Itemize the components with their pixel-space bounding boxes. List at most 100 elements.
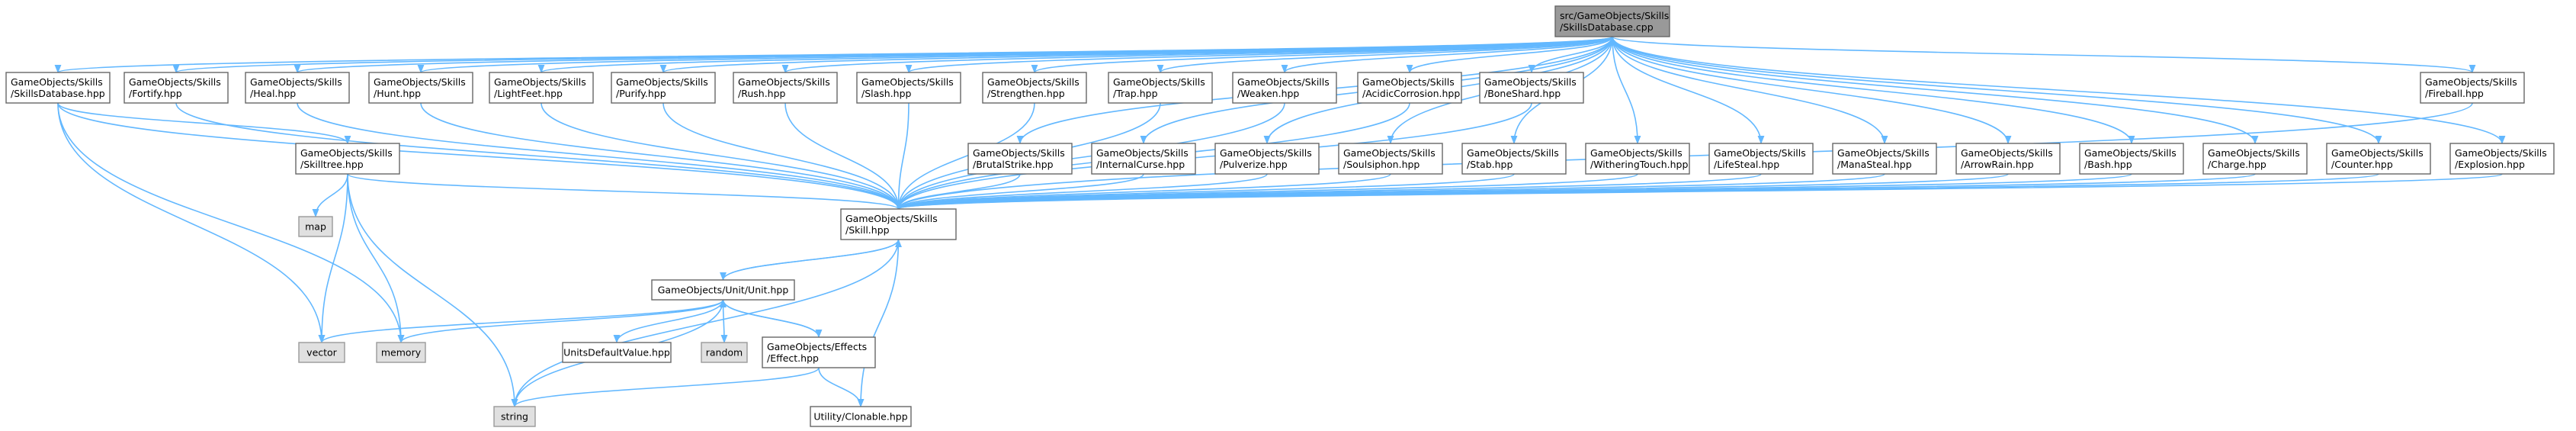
node-manasteal[interactable]: GameObjects/Skills/ManaSteal.hpp (1832, 143, 1937, 175)
node-fireball[interactable]: GameObjects/Skills/Fireball.hpp (2420, 72, 2525, 104)
node-skill[interactable]: GameObjects/Skills/Skill.hpp (840, 208, 957, 240)
node-soulsiphon[interactable]: GameObjects/Skills/Soulsiphon.hpp (1338, 143, 1443, 175)
node-slash-label-line-0: GameObjects/Skills (861, 76, 954, 88)
edge-unit-to-vector (318, 299, 724, 344)
edge-skilltree-to-map (312, 173, 348, 218)
edge-root-to-boneshard (1528, 36, 1613, 74)
node-vector-label-line-0: vector (306, 347, 338, 359)
edge-root-to-trap (1156, 36, 1613, 74)
node-lightfeet-label-line-0: GameObjects/Skills (494, 76, 586, 88)
node-purify[interactable]: GameObjects/Skills/Purify.hpp (611, 72, 716, 104)
edge-db-to-skilltree (57, 102, 351, 145)
edge-root-to-manasteal (1612, 36, 1888, 145)
node-random-label-line-0: random (706, 347, 743, 359)
node-purify-box (611, 72, 716, 104)
node-bash[interactable]: GameObjects/Skills/Bash.hpp (2079, 143, 2184, 175)
node-slash[interactable]: GameObjects/Skills/Slash.hpp (856, 72, 961, 104)
node-weaken[interactable]: GameObjects/Skills/Weaken.hpp (1232, 72, 1337, 104)
node-fortify-label-line-0: GameObjects/Skills (129, 76, 221, 88)
node-root-label-line-0: src/GameObjects/Skills (1560, 10, 1669, 21)
node-skilltree[interactable]: GameObjects/Skills/Skilltree.hpp (295, 143, 400, 175)
node-counter-box (2326, 143, 2431, 175)
node-clonable-box (810, 406, 912, 427)
node-db[interactable]: GameObjects/Skills/SkillsDatabase.hpp (5, 72, 111, 104)
node-soulsiphon-label-line-1: /Soulsiphon.hpp (1343, 159, 1420, 170)
node-purify-label-line-1: /Purify.hpp (616, 88, 666, 99)
node-map-label-line-0: map (305, 221, 326, 233)
edge-purify-to-skill (662, 102, 902, 211)
node-boneshard[interactable]: GameObjects/Skills/BoneShard.hpp (1479, 72, 1584, 104)
edge-strengthen-to-skill (895, 102, 1035, 211)
node-stab-label-line-0: GameObjects/Skills (1467, 147, 1559, 159)
node-stab[interactable]: GameObjects/Skills/Stab.hpp (1461, 143, 1567, 175)
edge-explosion-to-skill (895, 173, 2503, 211)
edge-slash-to-skill (895, 102, 909, 211)
node-explosion-label-line-1: /Explosion.hpp (2455, 159, 2525, 170)
node-trap-label-line-1: /Trap.hpp (1113, 88, 1158, 99)
node-pulverize[interactable]: GameObjects/Skills/Pulverize.hpp (1214, 143, 1320, 175)
node-lightfeet[interactable]: GameObjects/Skills/LightFeet.hpp (489, 72, 594, 104)
node-arrowrain[interactable]: GameObjects/Skills/ArrowRain.hpp (1955, 143, 2061, 175)
node-arrowrain-label-line-1: /ArrowRain.hpp (1961, 159, 2034, 170)
edge-root-to-hunt (418, 36, 1613, 74)
node-explosion-label-line-0: GameObjects/Skills (2455, 147, 2547, 159)
edge-root-to-bash (1612, 36, 2135, 145)
edge-db-to-skill (57, 102, 902, 211)
node-clonable[interactable]: Utility/Clonable.hpp (810, 406, 912, 427)
node-brutal[interactable]: GameObjects/Skills/BrutalStrike.hpp (967, 143, 1073, 175)
node-string-box (493, 406, 536, 427)
node-charge[interactable]: GameObjects/Skills/Charge.hpp (2202, 143, 2308, 175)
node-random-box (701, 342, 748, 363)
node-strengthen[interactable]: GameObjects/Skills/Strengthen.hpp (982, 72, 1087, 104)
node-effect[interactable]: GameObjects/Effects/Effect.hpp (762, 336, 876, 368)
node-lifesteal[interactable]: GameObjects/Skills/LifeSteal.hpp (1708, 143, 1814, 175)
node-explosion[interactable]: GameObjects/Skills/Explosion.hpp (2449, 143, 2555, 175)
node-hunt[interactable]: GameObjects/Skills/Hunt.hpp (368, 72, 473, 104)
edge-root-to-arrowrain (1612, 36, 2012, 145)
node-soulsiphon-box (1338, 143, 1443, 175)
node-trap-label-line-0: GameObjects/Skills (1113, 76, 1205, 88)
node-withering[interactable]: GameObjects/Skills/WitheringTouch.hpp (1585, 143, 1690, 175)
edge-lightfeet-to-skill (541, 102, 902, 211)
node-weaken-box (1232, 72, 1337, 104)
node-effect-label-line-1: /Effect.hpp (767, 352, 819, 364)
node-trap[interactable]: GameObjects/Skills/Trap.hpp (1108, 72, 1213, 104)
node-purify-label-line-0: GameObjects/Skills (616, 76, 708, 88)
node-map-box (298, 216, 333, 237)
node-skilltree-label-line-0: GameObjects/Skills (300, 147, 393, 159)
node-rush[interactable]: GameObjects/Skills/Rush.hpp (733, 72, 838, 104)
node-explosion-box (2449, 143, 2555, 175)
node-fortify[interactable]: GameObjects/Skills/Fortify.hpp (124, 72, 229, 104)
node-counter[interactable]: GameObjects/Skills/Counter.hpp (2326, 143, 2431, 175)
nodes-layer: src/GameObjects/Skills/SkillsDatabase.cp… (5, 5, 2555, 427)
node-hunt-label-line-1: /Hunt.hpp (374, 88, 421, 99)
node-rush-label-line-0: GameObjects/Skills (738, 76, 830, 88)
node-unit-label-line-0: GameObjects/Unit/Unit.hpp (658, 285, 789, 296)
edge-root-to-slash (905, 36, 1613, 74)
node-root-label-line-1: /SkillsDatabase.cpp (1560, 21, 1654, 33)
node-skill-label-line-0: GameObjects/Skills (845, 213, 938, 224)
edge-root-to-charge (1612, 36, 2259, 145)
node-unit[interactable]: GameObjects/Unit/Unit.hpp (651, 279, 795, 301)
node-trap-box (1108, 72, 1213, 104)
node-curse-box (1091, 143, 1196, 175)
node-clonable-label-line-0: Utility/Clonable.hpp (813, 411, 907, 423)
node-skilltree-box (295, 143, 400, 175)
node-skill-label-line-1: /Skill.hpp (845, 224, 890, 236)
node-heal-label-line-1: /Heal.hpp (250, 88, 296, 99)
node-brutal-label-line-1: /BrutalStrike.hpp (973, 159, 1054, 170)
edge-unit-to-unitsdefault (613, 299, 724, 344)
node-unitsdefault-label-line-0: UnitsDefaultValue.hpp (563, 347, 670, 359)
node-soulsiphon-label-line-0: GameObjects/Skills (1343, 147, 1436, 159)
node-map: map (298, 216, 333, 237)
node-unitsdefault[interactable]: UnitsDefaultValue.hpp (562, 342, 672, 363)
node-manasteal-label-line-1: /ManaSteal.hpp (1837, 159, 1912, 170)
node-fireball-box (2420, 72, 2525, 104)
node-heal[interactable]: GameObjects/Skills/Heal.hpp (245, 72, 350, 104)
node-acidic[interactable]: GameObjects/Skills/AcidicCorrosion.hpp (1357, 72, 1462, 104)
node-hunt-label-line-0: GameObjects/Skills (374, 76, 466, 88)
node-root[interactable]: src/GameObjects/Skills/SkillsDatabase.cp… (1554, 5, 1670, 37)
edge-effect-to-clonable (818, 367, 865, 408)
node-heal-box (245, 72, 350, 104)
node-curse[interactable]: GameObjects/Skills/InternalCurse.hpp (1091, 143, 1196, 175)
